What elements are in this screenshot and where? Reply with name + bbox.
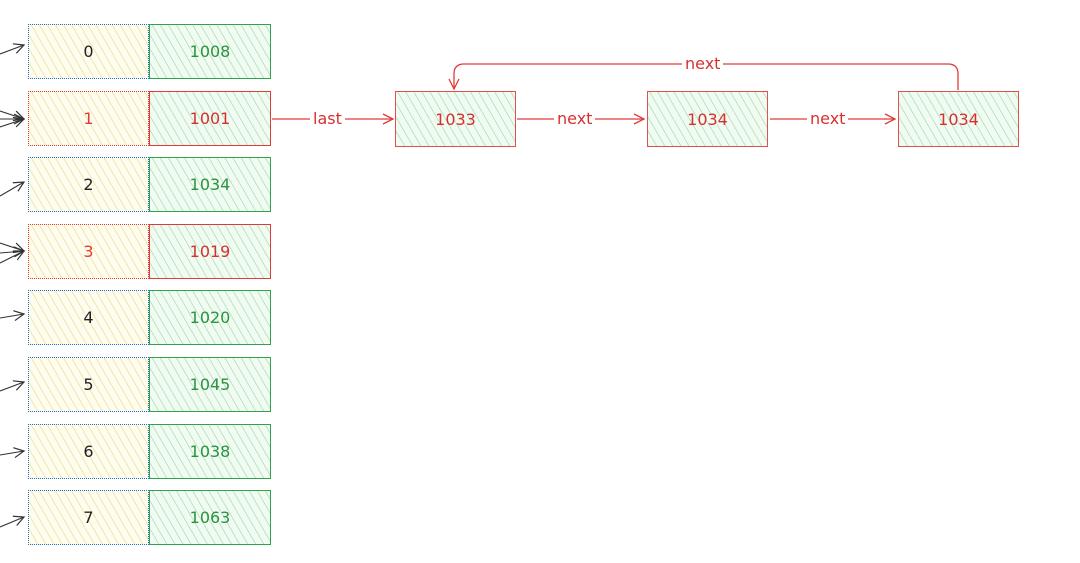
incoming-arrow — [0, 451, 24, 455]
bucket-value-7: 1063 — [149, 490, 271, 545]
bucket-index-3: 3 — [28, 224, 149, 279]
incoming-arrow — [0, 45, 24, 55]
bucket-value-6: 1038 — [149, 424, 271, 479]
incoming-arrow — [0, 251, 24, 264]
bucket-index-0: 0 — [28, 24, 149, 79]
next-label: next — [807, 110, 849, 128]
bucket-value-4: 1020 — [149, 290, 271, 345]
incoming-arrow — [0, 242, 24, 251]
bucket-value-2: 1034 — [149, 157, 271, 212]
bucket-value-0: 1008 — [149, 24, 271, 79]
bucket-index-6: 6 — [28, 424, 149, 479]
bucket-index-2: 2 — [28, 157, 149, 212]
incoming-arrow — [0, 110, 24, 119]
chain-node-3: 1034 — [898, 91, 1019, 147]
bucket-index-7: 7 — [28, 490, 149, 545]
next-label: next — [554, 110, 596, 128]
chain-node-2: 1034 — [647, 91, 768, 147]
bucket-index-5: 5 — [28, 357, 149, 412]
bucket-value-5: 1045 — [149, 357, 271, 412]
incoming-arrow — [0, 517, 24, 528]
incoming-arrow — [0, 182, 24, 197]
bucket-index-1: 1 — [28, 91, 149, 146]
chain-node-1: 1033 — [395, 91, 516, 147]
next-loop-label: next — [682, 55, 724, 73]
bucket-value-3: 1019 — [149, 224, 271, 279]
bucket-index-4: 4 — [28, 290, 149, 345]
bucket-value-1: 1001 — [149, 91, 271, 146]
incoming-arrow — [0, 119, 24, 128]
incoming-arrow — [0, 382, 24, 392]
last-label: last — [310, 110, 345, 128]
incoming-arrow — [0, 314, 24, 318]
